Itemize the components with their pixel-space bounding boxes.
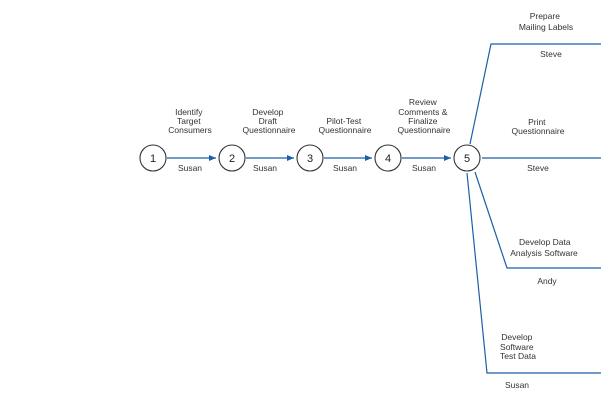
person-draft: Susan [253,163,277,173]
edge-5-mailing [469,43,601,145]
person-pilot: Susan [333,163,357,173]
node-3[interactable]: 3 [296,144,324,172]
task-draft: Develop Draft Questionnaire [243,107,296,135]
person-review: Susan [412,163,436,173]
node-2-number: 2 [229,153,235,165]
task-mailing: Prepare Mailing Labels [519,11,573,32]
node-4[interactable]: 4 [374,144,402,172]
task-review: Review Comments & Finalize Questionnaire [398,97,451,135]
person-identify: Susan [178,163,202,173]
task-testdata: Develop Software Test Data [500,332,536,361]
task-software: Develop Data Analysis Software [510,237,578,258]
person-testdata: Susan [505,380,529,390]
person-mailing: Steve [540,49,562,59]
node-1[interactable]: 1 [139,144,167,172]
node-3-number: 3 [307,153,313,165]
task-identify: Identify Target Consumers [168,107,211,135]
node-5-number: 5 [464,153,470,165]
edge-5-testdata [466,172,601,374]
task-print: Print Questionnaire [512,117,565,136]
person-software: Andy [537,276,557,286]
node-2[interactable]: 2 [218,144,246,172]
task-pilot: Pilot-Test Questionnaire [319,116,372,135]
node-5[interactable]: 5 [453,144,481,172]
edge-5-software [474,171,601,269]
person-print: Steve [527,163,549,173]
node-4-number: 4 [385,153,391,165]
node-1-number: 1 [150,153,156,165]
